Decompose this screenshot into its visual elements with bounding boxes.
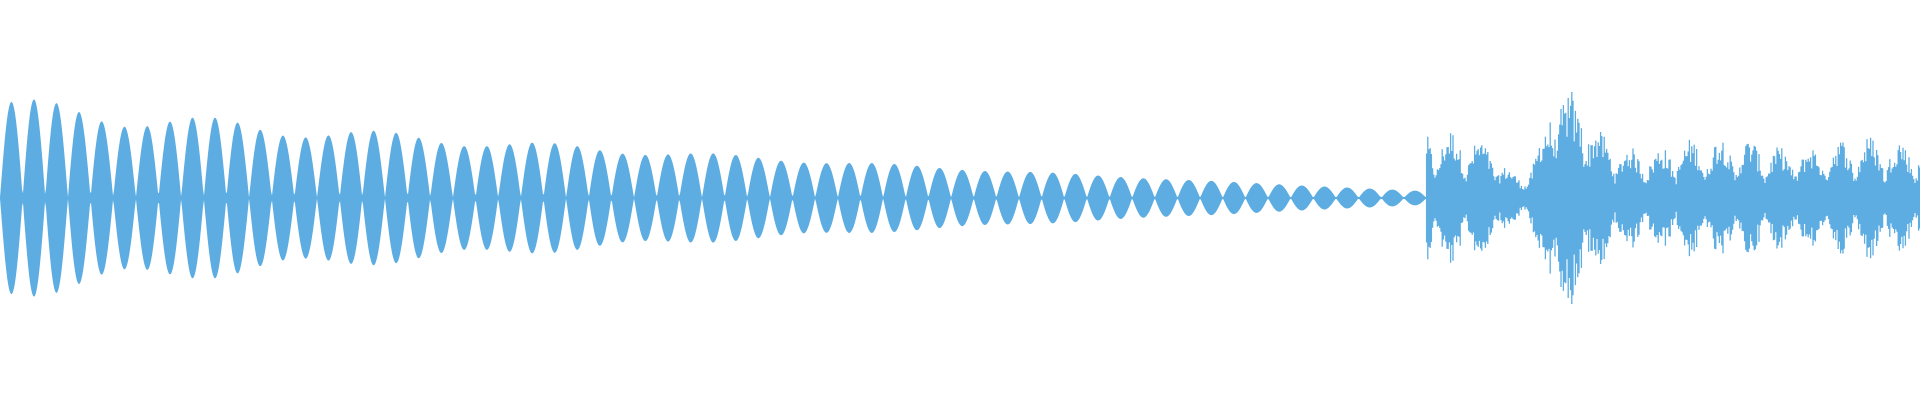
waveform-burst-segment: [1425, 92, 1920, 304]
waveform-tone-segment: [0, 99, 1426, 297]
